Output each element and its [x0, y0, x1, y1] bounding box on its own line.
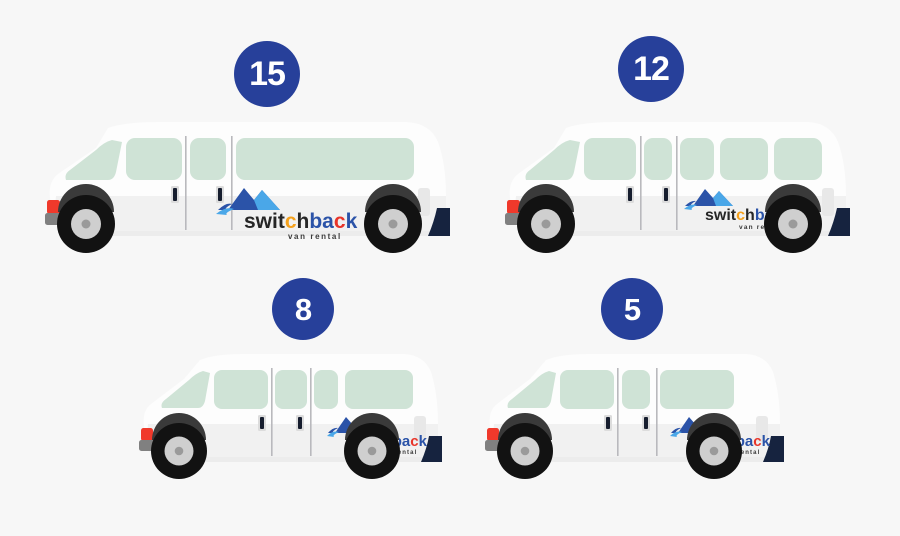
capacity-badge-15: 15	[234, 41, 300, 107]
rear-wheel-15	[364, 184, 422, 253]
capacity-badge-label: 12	[633, 50, 670, 88]
rear-wheel-12	[764, 184, 822, 253]
svg-text:switchback: switchback	[244, 210, 358, 233]
body-logo-15: switchback van rental	[216, 188, 358, 241]
rear-wheel-5	[686, 413, 742, 479]
door-handle-group	[604, 415, 650, 431]
front-wheel-5	[497, 413, 553, 479]
front-wheel-15	[57, 184, 115, 253]
front-wheel-8	[151, 413, 207, 479]
capacity-badge-8: 8	[272, 278, 334, 340]
door-handle-group	[171, 186, 224, 203]
capacity-badge-label: 8	[294, 291, 312, 327]
van-card-5[interactable]: 5	[470, 264, 900, 536]
van-card-8[interactable]: 8	[0, 264, 470, 536]
rear-wheel-8	[344, 413, 400, 479]
front-wheel-12	[517, 184, 575, 253]
svg-text:van rental: van rental	[739, 224, 782, 231]
capacity-badge-label: 15	[249, 55, 286, 93]
door-handle-group	[258, 415, 304, 431]
van-card-15[interactable]: 15	[0, 0, 470, 280]
van-illustration-12: switchback van rental	[505, 122, 850, 253]
van-illustration-8: switchback van rental	[139, 354, 442, 479]
svg-text:van rental: van rental	[288, 232, 342, 241]
capacity-badge-5: 5	[601, 278, 663, 340]
van-illustration-15: switchback van rental	[45, 122, 450, 253]
van-card-12[interactable]: 12	[470, 0, 900, 280]
van-illustration-5: switchback van rental	[485, 354, 784, 479]
door-handle-group	[626, 186, 670, 203]
capacity-badge-label: 5	[623, 291, 641, 327]
capacity-badge-12: 12	[618, 36, 684, 102]
